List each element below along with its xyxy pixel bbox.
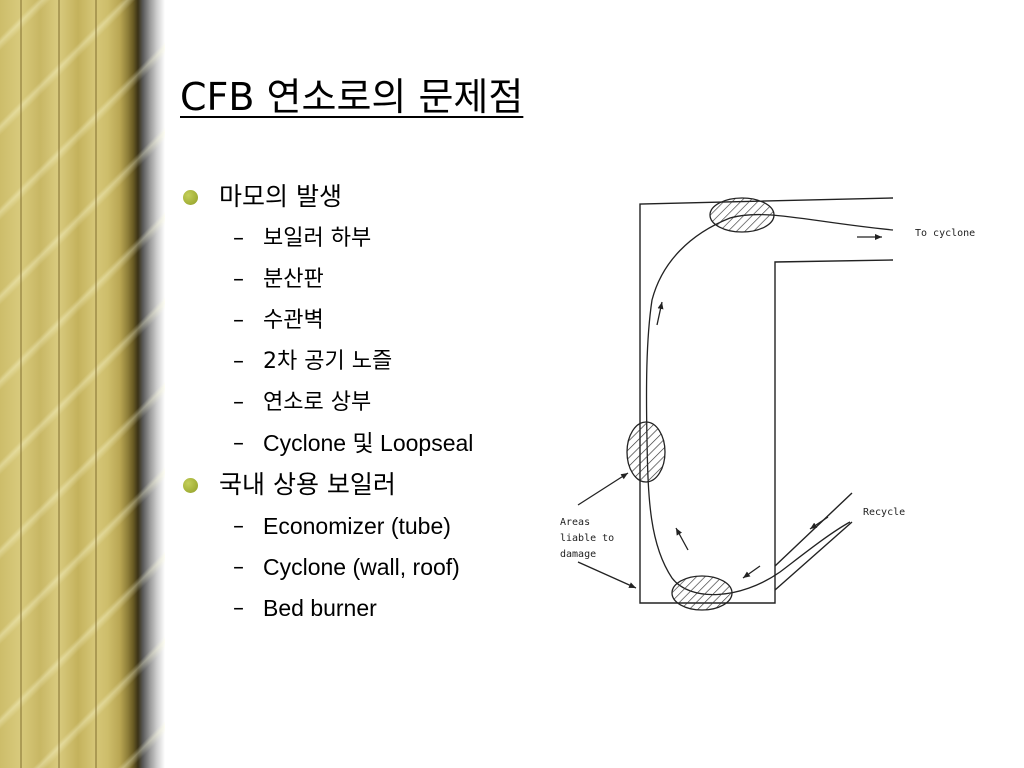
label-areas-line1: Areas bbox=[560, 517, 590, 528]
dash-icon: – bbox=[233, 390, 244, 415]
list-item-label: 2차 공기 노즐 bbox=[263, 349, 393, 374]
dash-icon: – bbox=[233, 267, 244, 292]
list-item: – 2차 공기 노즐 bbox=[183, 341, 473, 382]
list-item-label: Cyclone 및 Loopseal bbox=[263, 430, 474, 456]
list-item: – Bed burner bbox=[183, 588, 473, 629]
dash-icon: – bbox=[233, 431, 244, 456]
label-areas-line2: liable to bbox=[560, 533, 614, 544]
dash-icon: – bbox=[233, 555, 244, 580]
bullet-dot-icon bbox=[183, 190, 198, 205]
list-item-label: 수관벽 bbox=[263, 308, 324, 333]
dash-icon: – bbox=[233, 596, 244, 621]
furnace-outline bbox=[639, 197, 894, 604]
dash-icon: – bbox=[233, 308, 244, 333]
decorative-pillar bbox=[0, 0, 165, 768]
bullet-section-2: 국내 상용 보일러 bbox=[183, 464, 473, 506]
list-item: – Cyclone (wall, roof) bbox=[183, 547, 473, 588]
section-heading: 마모의 발생 bbox=[219, 182, 342, 211]
list-item: – 분산판 bbox=[183, 259, 473, 300]
dash-icon: – bbox=[233, 349, 244, 374]
pillar-groove bbox=[20, 0, 22, 768]
pillar-groove bbox=[58, 0, 60, 768]
list-item: – Economizer (tube) bbox=[183, 506, 473, 547]
slide-title: CFB 연소로의 문제점 bbox=[180, 75, 524, 119]
list-item-label: Economizer (tube) bbox=[263, 513, 451, 539]
bullet-dot-icon bbox=[183, 478, 198, 493]
list-item-label: Bed burner bbox=[263, 595, 377, 621]
dash-icon: – bbox=[233, 514, 244, 539]
wear-zone-middle bbox=[626, 421, 666, 483]
wear-zone-bottom bbox=[671, 575, 733, 611]
list-item: – 수관벽 bbox=[183, 300, 473, 341]
list-item: – 보일러 하부 bbox=[183, 218, 473, 259]
list-item: – 연소로 상부 bbox=[183, 382, 473, 423]
list-item-label: 분산판 bbox=[263, 267, 324, 292]
section-heading: 국내 상용 보일러 bbox=[219, 470, 396, 499]
label-to-cyclone: To cyclone bbox=[915, 228, 975, 239]
gas-flow-line bbox=[645, 213, 894, 596]
dash-icon: – bbox=[233, 226, 244, 251]
label-recycle: Recycle bbox=[863, 507, 905, 518]
bullet-section-1: 마모의 발생 bbox=[183, 176, 473, 218]
bullet-list: 마모의 발생 – 보일러 하부 – 분산판 – 수관벽 – 2차 공기 노즐 –… bbox=[183, 176, 473, 629]
label-areas-line3: damage bbox=[560, 549, 596, 560]
pillar-groove bbox=[95, 0, 97, 768]
list-item-label: 연소로 상부 bbox=[263, 390, 372, 415]
list-item-label: Cyclone (wall, roof) bbox=[263, 554, 460, 580]
flow-arrows bbox=[577, 234, 882, 589]
list-item: – Cyclone 및 Loopseal bbox=[183, 423, 473, 464]
cfb-furnace-diagram: To cyclone Recycle Areas liable to damag… bbox=[560, 197, 975, 611]
list-item-label: 보일러 하부 bbox=[263, 226, 372, 251]
wear-zone-top bbox=[709, 197, 775, 233]
